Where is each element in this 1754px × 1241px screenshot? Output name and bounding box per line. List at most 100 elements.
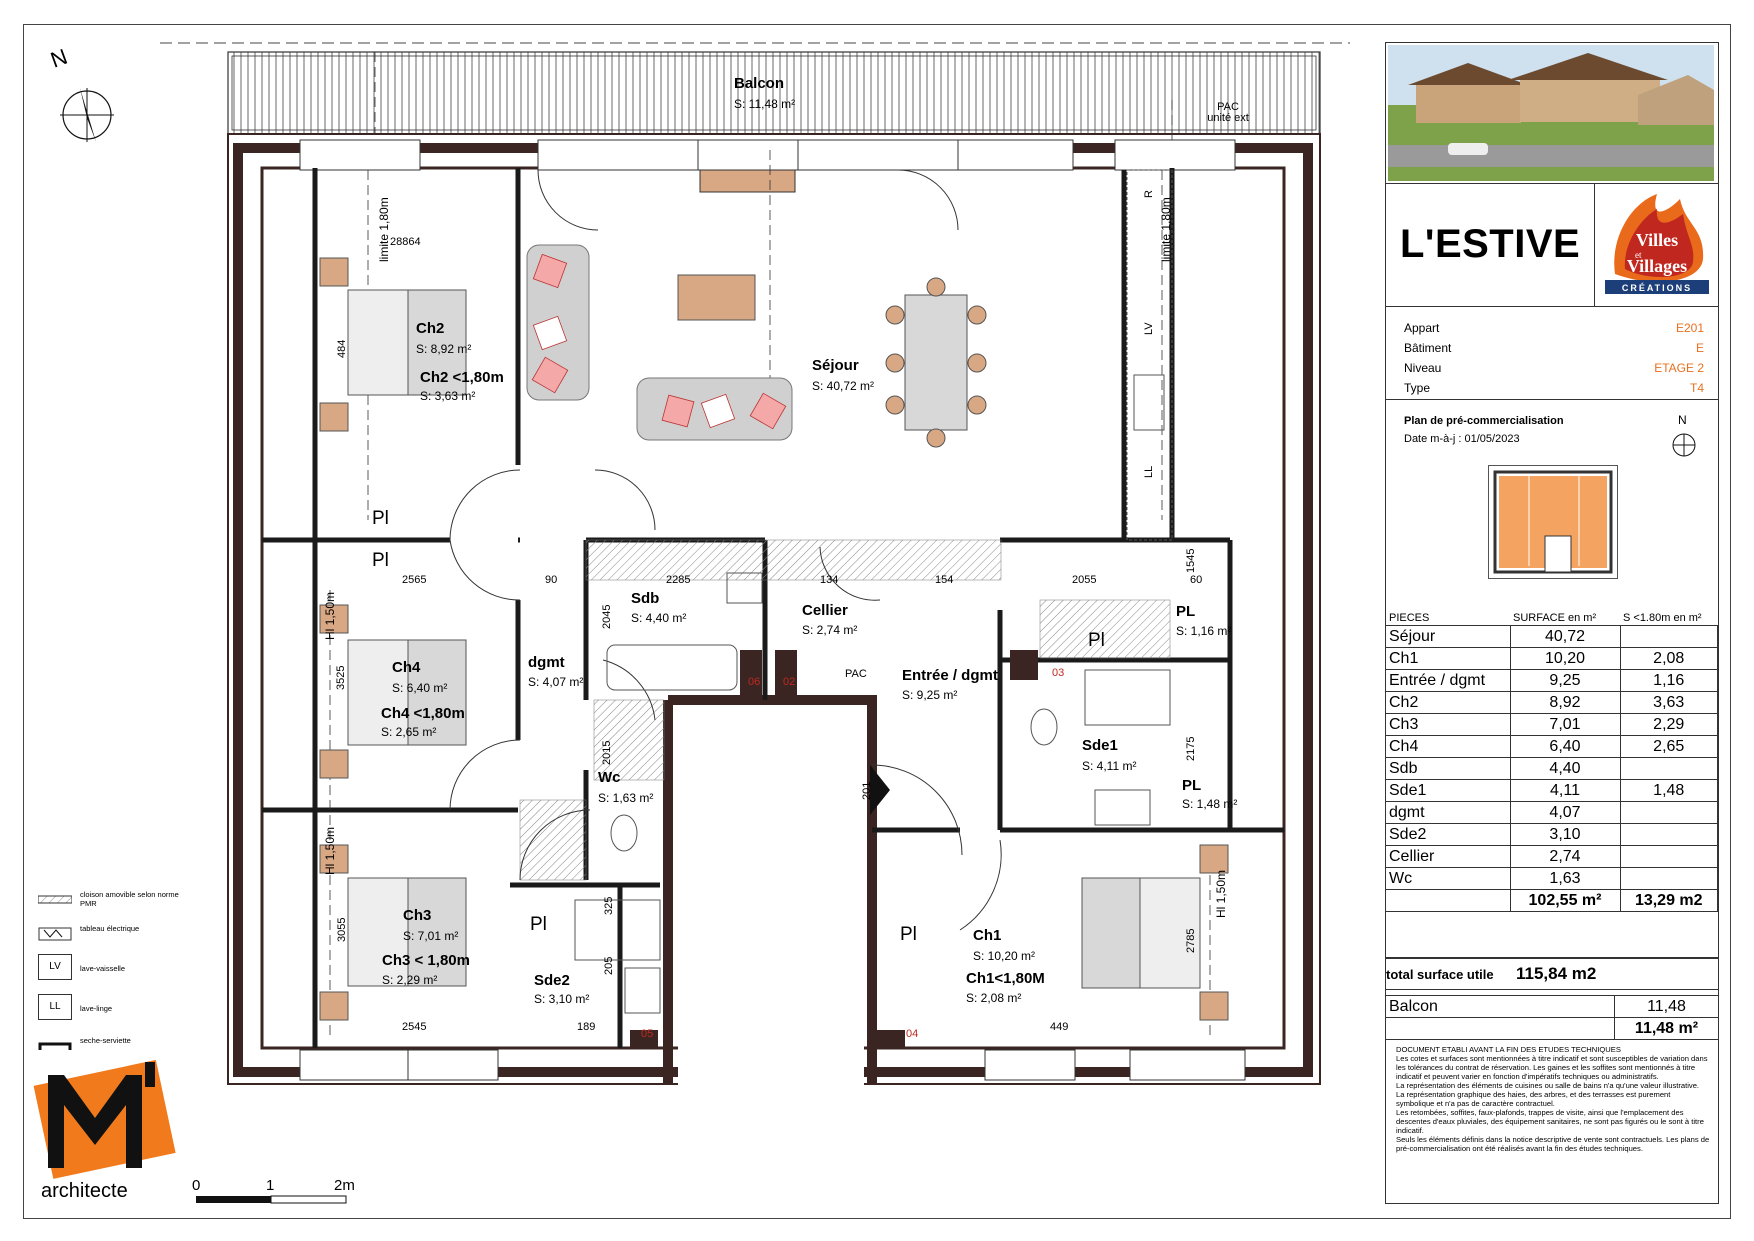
towel-rail-icon: [38, 1042, 72, 1050]
limit-label: Hl 1,50m: [1214, 870, 1228, 918]
room-name: Entrée / dgmt: [902, 667, 998, 684]
room-surface: S: 7,01 m²: [403, 929, 458, 943]
svg-text:Villes: Villes: [1636, 230, 1678, 250]
limit-label: Hl 1,50m: [323, 592, 337, 640]
plan-date: Date m-à-j : 01/05/2023: [1404, 433, 1520, 445]
room-surface: S: 8,92 m²: [416, 342, 471, 356]
dimension-label: 134: [820, 574, 838, 586]
scale-label: 2m: [334, 1177, 355, 1194]
architect-logo: [33, 1059, 176, 1179]
note-paragraph: Les retombées, soffites, faux-plafonds, …: [1396, 1108, 1704, 1135]
dining-table: [904, 294, 968, 431]
legal-notes: DOCUMENT ETABLI AVANT LA FIN DES ETUDES …: [1396, 1045, 1710, 1153]
electric-panel-icon: [38, 927, 72, 941]
window: [957, 139, 1074, 171]
equipment-label: LV: [1143, 322, 1155, 335]
placard-label: Pl: [372, 550, 389, 571]
window: [537, 139, 699, 171]
coffee-table: [677, 274, 756, 321]
project-title-row: L'ESTIVE Villes et Villages CRÉATIONS: [1386, 183, 1718, 307]
note-paragraph: DOCUMENT ETABLI AVANT LA FIN DES ETUDES …: [1396, 1045, 1621, 1054]
north-label: N: [47, 44, 70, 73]
dimension-label: 201: [861, 782, 873, 800]
legend-item: tableau électrique: [38, 922, 188, 952]
limit-label: Hl 1,50m: [323, 827, 337, 875]
dimension-label: 2285: [666, 574, 690, 586]
bathtub: [606, 644, 738, 691]
nightstands: [319, 257, 1229, 1021]
room-surface: S: 1,63 m²: [598, 791, 653, 805]
room-low-name: Ch4 <1,80m: [381, 705, 465, 722]
room-surface: S: 40,72 m²: [812, 379, 874, 393]
room-surface: S: 4,40 m²: [631, 611, 686, 625]
room-name: Séjour: [812, 357, 859, 374]
dimension-label: 154: [935, 574, 953, 586]
room-low-name: Ch2 <1,80m: [420, 369, 504, 386]
pmr-zone: [585, 539, 1002, 581]
chairs: [885, 277, 987, 448]
limit-label: limite 1,80m: [377, 197, 391, 262]
room-low-name: Ch3 < 1,80m: [382, 952, 470, 969]
placard-label: Pl: [900, 924, 917, 945]
room-surface: S: 1,48 m²: [1182, 797, 1237, 811]
window: [1114, 139, 1236, 171]
room-name: Wc: [598, 769, 621, 786]
note-paragraph: Les cotes et surfaces sont mentionnées à…: [1396, 1054, 1708, 1081]
scale-label: 1: [266, 1177, 274, 1194]
pac-label: unité ext: [1207, 112, 1249, 124]
scale-label: 0: [192, 1177, 200, 1194]
window: [697, 139, 799, 171]
legend-item: LL lave-linge: [38, 994, 188, 1024]
compass-icon: [1672, 433, 1696, 457]
dimension-label: 60: [1190, 574, 1202, 586]
dimension-label: 02: [783, 676, 795, 688]
dimension-label: 449: [1050, 1021, 1068, 1033]
pac-label: PAC: [845, 668, 867, 680]
room-name: Balcon: [734, 75, 784, 92]
legend-item: cloison amovible selon norme PMR: [38, 888, 188, 918]
dimension-label: 325: [603, 897, 615, 915]
bed: [1081, 877, 1201, 989]
room-name: Sde1: [1082, 737, 1118, 754]
toilet: [610, 814, 638, 852]
dimension-label: 3525: [335, 666, 347, 690]
note-paragraph: La représentation des éléments de cuisin…: [1396, 1081, 1700, 1090]
room-name: Ch2: [416, 320, 444, 337]
room-name: Ch1: [973, 927, 1001, 944]
svg-text:Villages: Villages: [1627, 256, 1687, 276]
room-name: dgmt: [528, 654, 565, 671]
total-usable-surface: total surface utile 115,84 m2: [1386, 957, 1718, 990]
doors: [449, 169, 1002, 931]
shower: [1084, 669, 1171, 726]
pac-label: PAC: [1217, 101, 1239, 113]
room-low-surface: S: 3,63 m²: [420, 389, 475, 403]
brand-logo: Villes et Villages CRÉATIONS: [1594, 184, 1719, 306]
dimension-label: 2175: [1185, 737, 1197, 761]
equipment-label: R: [1143, 190, 1155, 198]
legend-item: LV lave-vaisselle: [38, 954, 188, 984]
dimension-label: 1545: [1185, 549, 1197, 573]
dimension-label: 90: [545, 574, 557, 586]
dimension-label: 189: [577, 1021, 595, 1033]
room-surface: S: 6,40 m²: [392, 681, 447, 695]
dimension-label: 03: [1052, 667, 1064, 679]
shafts: [630, 650, 1038, 1048]
balcony-railing: [227, 51, 1321, 135]
north-arrow-icon: [60, 88, 114, 142]
dimension-label: 484: [336, 340, 348, 358]
note-paragraph: La représentation graphique des haies, d…: [1396, 1090, 1671, 1108]
room-name: Sde2: [534, 972, 570, 989]
room-low-surface: S: 2,29 m²: [382, 973, 437, 987]
room-name: Ch4: [392, 659, 421, 676]
